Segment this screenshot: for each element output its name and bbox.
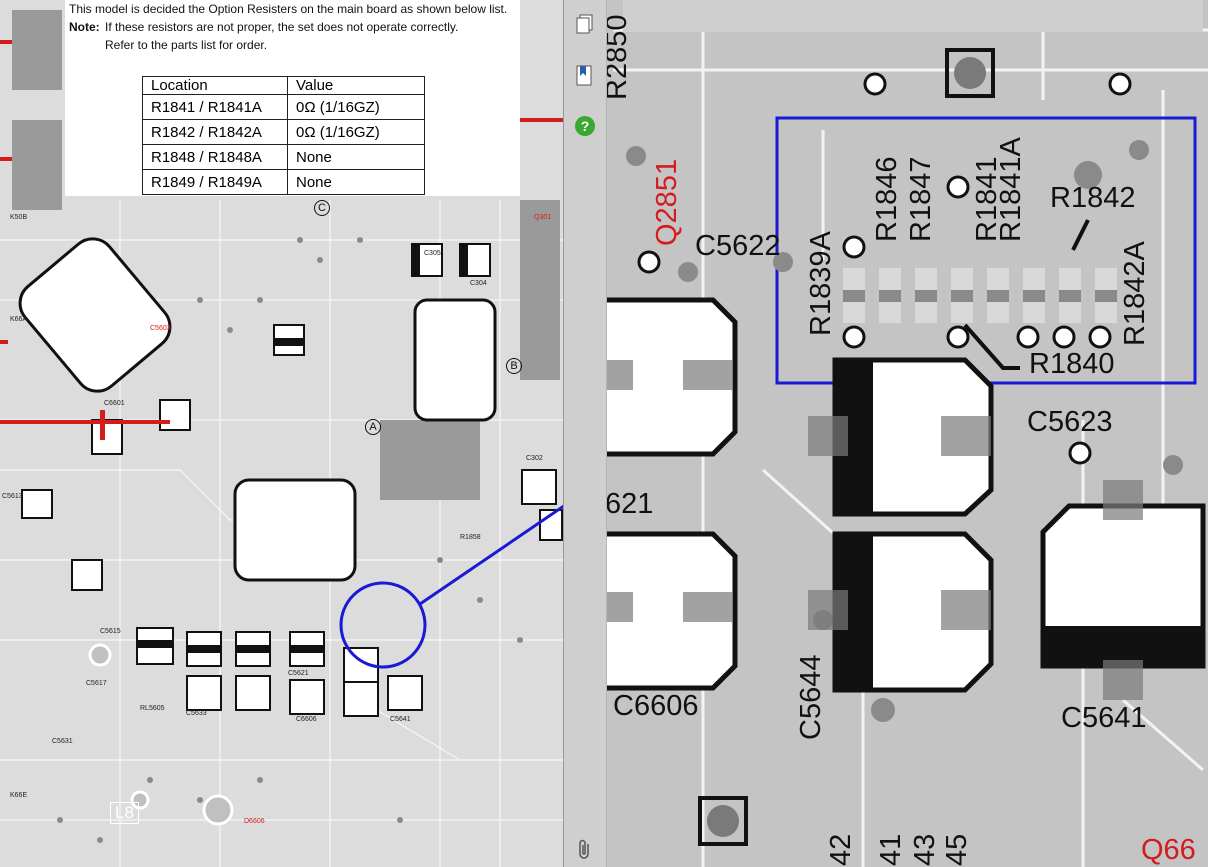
label-q66: Q66 [1141, 834, 1196, 866]
cell-location: R1841 / R1841A [142, 94, 288, 120]
viewer-sidebar: ? [563, 0, 607, 867]
marker-b: B [506, 358, 522, 374]
label-c5633: C5633 [186, 710, 207, 717]
label-q301: Q301 [534, 214, 552, 221]
label-c5617: C5617 [86, 680, 107, 687]
table-row: R1841 / R1841A 0Ω (1/16GZ) [142, 94, 425, 120]
bookmarks-icon[interactable] [573, 64, 597, 88]
option-resistor-table: Location Value R1841 / R1841A 0Ω (1/16GZ… [142, 76, 425, 195]
cell-value: None [287, 144, 425, 170]
label-c5622: C5622 [695, 230, 781, 262]
label-k66e: K66E [10, 792, 28, 799]
cell-value: 0Ω (1/16GZ) [287, 119, 425, 145]
marker-c: C [314, 200, 330, 216]
header-value: Value [287, 76, 425, 95]
label-c302: C302 [526, 455, 543, 462]
notice-note-label: Note: [69, 20, 100, 34]
notice-line-1: This model is decided the Option Resiste… [69, 2, 508, 16]
marker-a: A [365, 419, 381, 435]
label-c5623: C5623 [1027, 406, 1113, 438]
table-row: R1842 / R1842A 0Ω (1/16GZ) [142, 119, 425, 145]
label-c5641: C5641 [1061, 702, 1147, 734]
label-r1846: R1846 [871, 156, 903, 242]
label-c5631: C5631 [52, 738, 73, 745]
board-overview: K50B K66A C6601 C5613 C5615 C5617 RL5605… [0, 0, 563, 867]
label-c5644: C5644 [795, 654, 827, 740]
label-r1839a: R1839A [805, 231, 837, 336]
cell-value: None [287, 169, 425, 195]
label-r1842: R1842 [1050, 182, 1136, 214]
label-621: 621 [605, 488, 654, 520]
zoom-detail: R2850 Q2851 C5622 R1839A R1846 R1847 R18… [563, 0, 1208, 867]
table-row: R1848 / R1848A None [142, 144, 425, 170]
label-rl5605: RL5605 [140, 705, 165, 712]
pages-icon[interactable] [573, 12, 597, 36]
label-c5621: C5621 [288, 670, 309, 677]
label-l8: L8 [110, 802, 139, 824]
label-k50b: K50B [10, 214, 28, 221]
label-c304: C304 [470, 280, 487, 287]
label-c6606: C6606 [613, 690, 699, 722]
label-r1842a: R1842A [1119, 241, 1151, 346]
table-header-row: Location Value [142, 76, 425, 95]
zoom-artwork [563, 0, 1208, 867]
label-c305: C305 [424, 250, 441, 257]
label-d6606: D6606 [244, 818, 265, 825]
cell-location: R1848 / R1848A [142, 144, 288, 170]
label-c5641: C5641 [390, 716, 411, 723]
notice-line-2: If these resistors are not proper, the s… [105, 20, 459, 34]
label-r1847: R1847 [905, 156, 937, 242]
cell-location: R1842 / R1842A [142, 119, 288, 145]
label-c6606: C6606 [296, 716, 317, 723]
label-k66a: K66A [10, 316, 28, 323]
label-r1841a: R1841A [995, 137, 1027, 242]
label-c5613: C5613 [2, 493, 23, 500]
cell-location: R1849 / R1849A [142, 169, 288, 195]
notice-line-3: Refer to the parts list for order. [105, 38, 268, 52]
label-45: 45 [941, 833, 973, 866]
label-42: 42 [825, 833, 857, 866]
label-43: 43 [909, 833, 941, 866]
label-41: 41 [875, 833, 907, 866]
label-r1840: R1840 [1029, 348, 1115, 380]
table-row: R1849 / R1849A None [142, 169, 425, 195]
label-c5615: C5615 [100, 628, 121, 635]
header-location: Location [142, 76, 288, 95]
label-q2851: Q2851 [651, 158, 683, 246]
attachment-icon[interactable] [573, 838, 597, 862]
help-icon[interactable]: ? [573, 114, 597, 138]
label-c6601: C6601 [104, 400, 125, 407]
cell-value: 0Ω (1/16GZ) [287, 94, 425, 120]
label-c5603: C5603 [150, 325, 171, 332]
label-r1858: R1858 [460, 534, 481, 541]
